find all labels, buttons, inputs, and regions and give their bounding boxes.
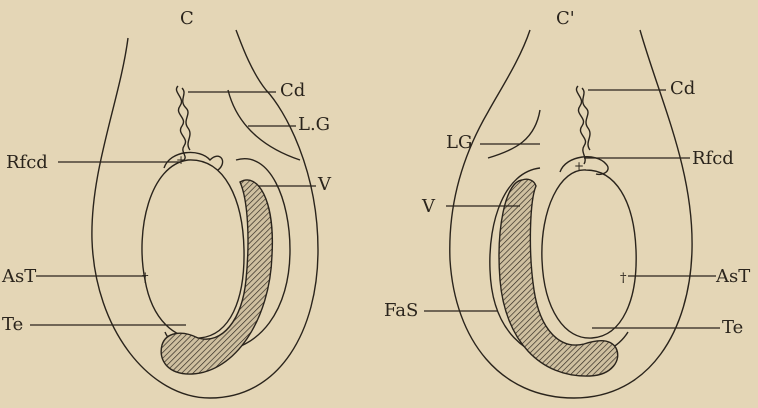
right-v-hatched-body: [499, 179, 618, 376]
left-label-cd: Cd: [280, 80, 305, 101]
left-label-lg: L.G: [298, 114, 330, 135]
right-panel: C' + † Cd LG Rfcd V AsT FaS Te: [384, 8, 750, 398]
left-label-ast: AsT: [1, 266, 36, 287]
left-ast-dagger: †: [142, 271, 149, 286]
left-rfcd-cross: +: [176, 153, 186, 167]
right-label-rfcd: Rfcd: [692, 148, 734, 169]
left-label-v: V: [317, 174, 332, 195]
right-lg-curve: [488, 110, 540, 158]
right-central-oval: [542, 170, 636, 338]
right-label-te: Te: [722, 317, 743, 338]
right-label-cd: Cd: [670, 78, 695, 99]
right-ast-dagger: †: [620, 271, 627, 286]
right-cd-coil: [576, 86, 585, 164]
left-cd-coil: [176, 86, 185, 160]
right-label-ast: AsT: [715, 266, 750, 287]
left-label-rfcd: Rfcd: [6, 152, 48, 173]
right-outer-outline: [450, 30, 692, 398]
right-panel-title: C': [556, 8, 575, 29]
right-label-fas: FaS: [384, 300, 418, 321]
right-label-lg: LG: [446, 132, 472, 153]
left-panel: C + † Cd L.G Rfcd V AsT Te: [1, 8, 332, 398]
left-panel-title: C: [180, 8, 194, 29]
left-label-te: Te: [2, 314, 23, 335]
left-central-oval: [142, 160, 244, 338]
left-v-hatched-body: [161, 180, 272, 374]
right-rfcd-cross: +: [574, 159, 584, 173]
right-label-v: V: [421, 196, 436, 217]
